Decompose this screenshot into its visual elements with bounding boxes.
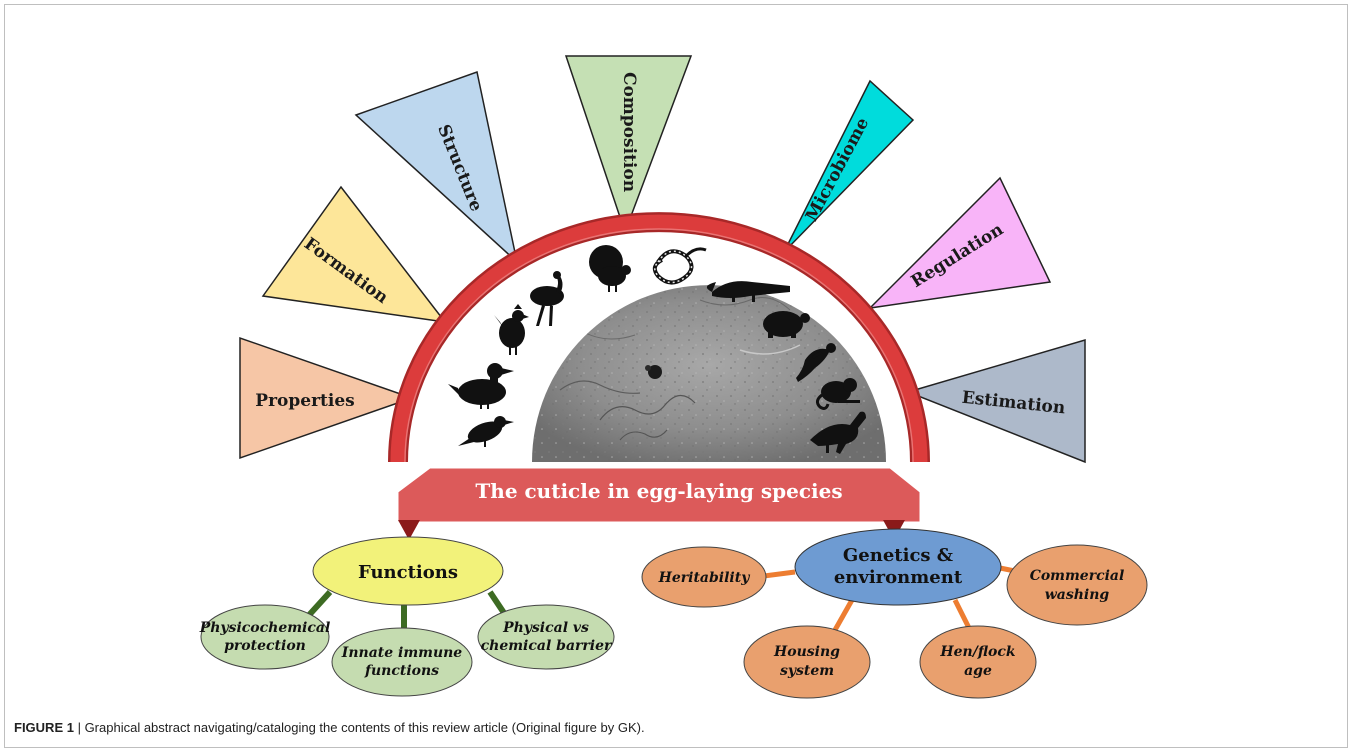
caption-text: | Graphical abstract navigating/catalogi… (73, 720, 645, 735)
dinosaur-silhouette (810, 411, 866, 454)
genetics-child-age: Hen/flock age (919, 625, 1037, 699)
triangle-label-properties: Properties (255, 391, 354, 411)
chicken-silhouette (494, 304, 529, 355)
triangle-properties: Properties (239, 336, 415, 460)
svg-text:Commercial: Commercial (1030, 568, 1125, 584)
svg-text:washing: washing (1045, 587, 1110, 603)
triangle-formation: Formation (261, 185, 447, 324)
svg-text:Innate immune: Innate immune (341, 645, 463, 661)
banner-title: The cuticle in egg-laying species (475, 479, 842, 503)
genetics-title-line2: environment (834, 567, 963, 588)
triangle-microbiome: Microbiome (783, 79, 915, 253)
functions-title: Functions (358, 562, 458, 583)
svg-text:age: age (964, 663, 992, 679)
triangle-regulation: Regulation (867, 176, 1052, 310)
crocodile-silhouette (706, 281, 790, 302)
banner-pointer-left (398, 520, 420, 540)
genetics-child-washing: Commercial washing (1006, 544, 1148, 626)
genetics-child-heritability: Heritability (641, 546, 767, 608)
triangle-estimation: Estimation (905, 338, 1086, 464)
functions-child-barrier: Physical vs chemical barrier (477, 604, 615, 670)
svg-text:system: system (780, 663, 834, 679)
lizard-silhouette (796, 343, 836, 382)
triangle-label-composition: Composition (619, 72, 639, 192)
triangle-structure: Structure (354, 71, 519, 265)
graphical-abstract: Properties Formation Structure Compositi… (199, 55, 1148, 699)
svg-text:chemical barrier: chemical barrier (481, 638, 613, 654)
title-banner: The cuticle in egg-laying species (397, 467, 921, 523)
ostrich-silhouette (530, 271, 564, 326)
functions-cluster: Functions Physicochemical protection Inn… (199, 536, 615, 697)
turkey-silhouette (589, 245, 631, 292)
svg-text:Hen/flock: Hen/flock (939, 644, 1015, 660)
red-arc-band (388, 212, 930, 463)
turtle-silhouette (763, 311, 810, 338)
functions-child-physicochemical: Physicochemical protection (199, 604, 331, 670)
snake-icon (652, 247, 707, 285)
genetics-cluster: Genetics & environment Heritability Hous… (641, 528, 1148, 699)
svg-text:Physicochemical: Physicochemical (199, 620, 331, 636)
genetics-title-line1: Genetics & (843, 545, 953, 566)
functions-child-innate-immune: Innate immune functions (331, 627, 473, 697)
chameleon-silhouette (815, 378, 860, 410)
caption-label: FIGURE 1 (14, 720, 74, 735)
svg-text:Heritability: Heritability (658, 570, 751, 586)
figure-frame (4, 4, 1348, 748)
svg-text:Housing: Housing (773, 644, 840, 660)
figure-caption: FIGURE 1 | Graphical abstract navigating… (14, 720, 645, 735)
svg-text:functions: functions (364, 663, 439, 679)
genetics-child-housing: Housing system (743, 625, 871, 699)
triangle-composition: Composition (564, 55, 693, 235)
svg-text:Physical vs: Physical vs (502, 620, 589, 636)
bird-silhouette (458, 416, 514, 447)
duck-silhouette (448, 363, 514, 409)
svg-text:protection: protection (224, 638, 306, 654)
